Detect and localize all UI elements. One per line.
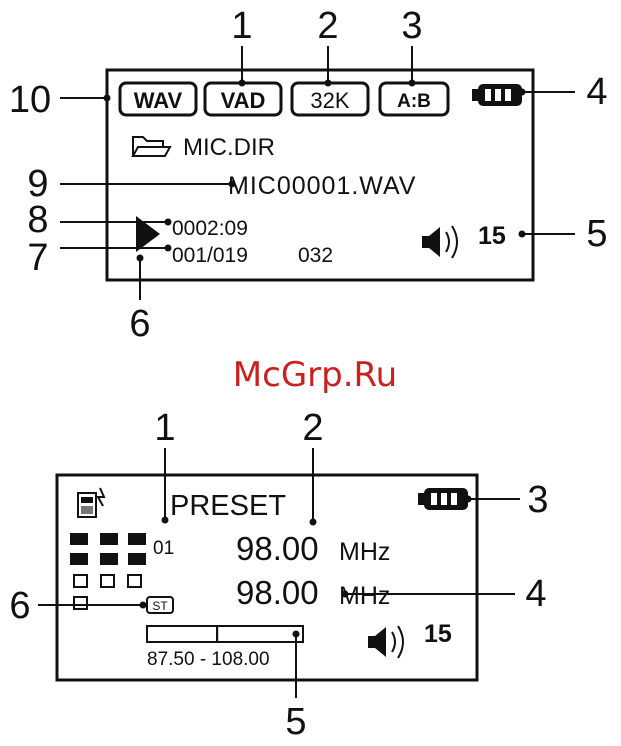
callout-2: 2 [317, 5, 338, 47]
callout-5: 5 [586, 213, 607, 255]
callout-9: 9 [27, 163, 48, 205]
frequency-main: 98.00 [236, 530, 319, 567]
battery-icon [418, 488, 468, 510]
radio-panel: PRESET 01 98.00 MHz 98.00 MHz [9, 407, 548, 743]
file-name: MIC00001.WAV [228, 172, 416, 200]
callout-6: 6 [129, 303, 150, 345]
track-count: 001/019 [172, 244, 248, 267]
ab-repeat-badge: A:B [380, 83, 448, 115]
callout-2: 2 [302, 407, 323, 449]
tuning-bar [147, 626, 303, 642]
callout-1: 1 [231, 5, 252, 47]
callout-7: 7 [27, 237, 48, 279]
elapsed-time: 0002:09 [172, 217, 248, 240]
callout-3: 3 [401, 5, 422, 47]
volume-level: 15 [478, 222, 506, 250]
callout-6: 6 [9, 585, 30, 627]
preset-number: 01 [153, 538, 174, 559]
preset-grid-icon [70, 533, 146, 609]
callout-5: 5 [285, 701, 306, 743]
callout-8: 8 [27, 199, 48, 241]
callout-3: 3 [527, 479, 548, 521]
frequency-main-unit: MHz [339, 538, 390, 566]
volume-level: 15 [424, 620, 452, 648]
mode-label: PRESET [170, 490, 286, 522]
wav-badge-label: WAV [134, 88, 183, 113]
callout-4: 4 [586, 71, 607, 113]
callout-4: 4 [525, 573, 546, 615]
ab-repeat-badge-label: A:B [397, 91, 431, 112]
vad-badge-label: VAD [221, 88, 266, 113]
folder-name: MIC.DIR [183, 134, 275, 161]
battery-icon [472, 84, 522, 106]
radio-icon [78, 488, 104, 517]
vad-badge: VAD [205, 83, 281, 115]
speaker-icon [368, 626, 403, 658]
frequency-sub: 98.00 [236, 574, 319, 611]
speaker-icon [422, 226, 457, 258]
band-range: 87.50 - 108.00 [147, 649, 270, 670]
stereo-badge-label: ST [152, 599, 168, 613]
folder-icon [133, 137, 170, 156]
recorder-panel: WAV VAD 32K A:B MIC.DIR [9, 5, 608, 345]
bitrate-badge-label: 32K [310, 88, 349, 113]
bitrate-badge: 32K [292, 83, 368, 115]
bitrate-value: 032 [298, 244, 333, 267]
callout-10: 10 [9, 79, 51, 121]
callout-1: 1 [154, 407, 175, 449]
watermark-text: McGrp.Ru [233, 355, 397, 395]
stereo-badge: ST [147, 597, 173, 613]
wav-badge: WAV [120, 83, 196, 115]
